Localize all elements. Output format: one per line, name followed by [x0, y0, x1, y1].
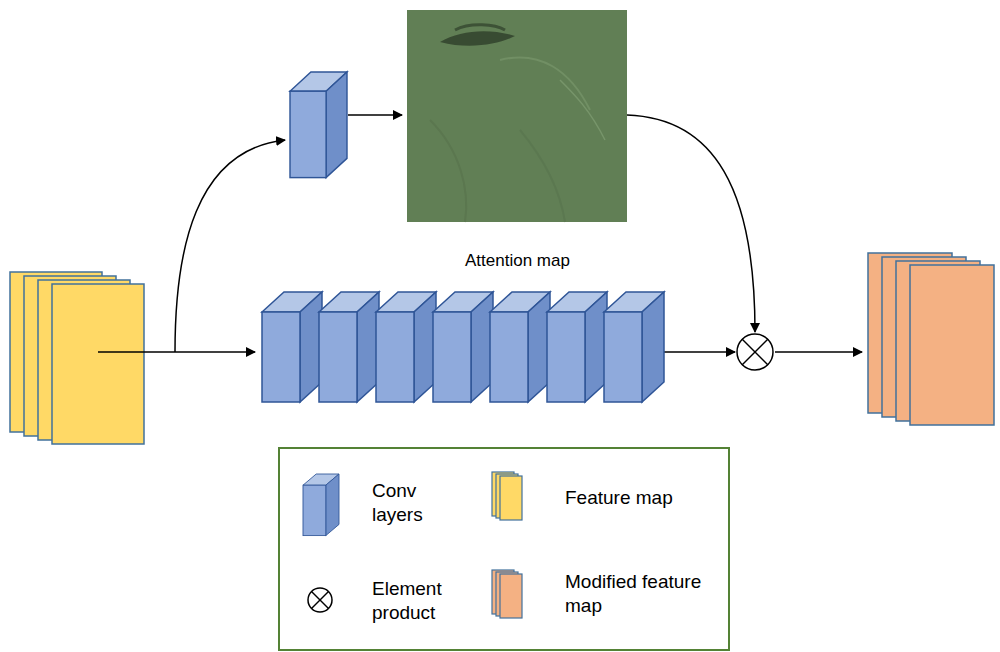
modified-feature-map-stack — [868, 253, 994, 425]
legend-text: Modified feature map — [565, 570, 715, 618]
attention-conv-block — [290, 72, 347, 178]
legend-text: Conv layers — [372, 479, 452, 527]
legend-text: Element product — [372, 577, 472, 625]
image-label: Attention map — [465, 250, 570, 271]
legend-product-swatch — [308, 588, 332, 612]
legend-text: Feature map — [565, 486, 675, 510]
legend-frame — [279, 448, 729, 650]
legend-feature-swatch — [492, 472, 522, 520]
feature-map-stack — [10, 272, 144, 444]
legend-conv-swatch — [303, 474, 339, 536]
conv-layer-chain — [262, 292, 664, 402]
element-product-symbol — [737, 334, 773, 370]
legend-modified-swatch — [492, 570, 522, 618]
attention-map-image — [407, 10, 627, 222]
